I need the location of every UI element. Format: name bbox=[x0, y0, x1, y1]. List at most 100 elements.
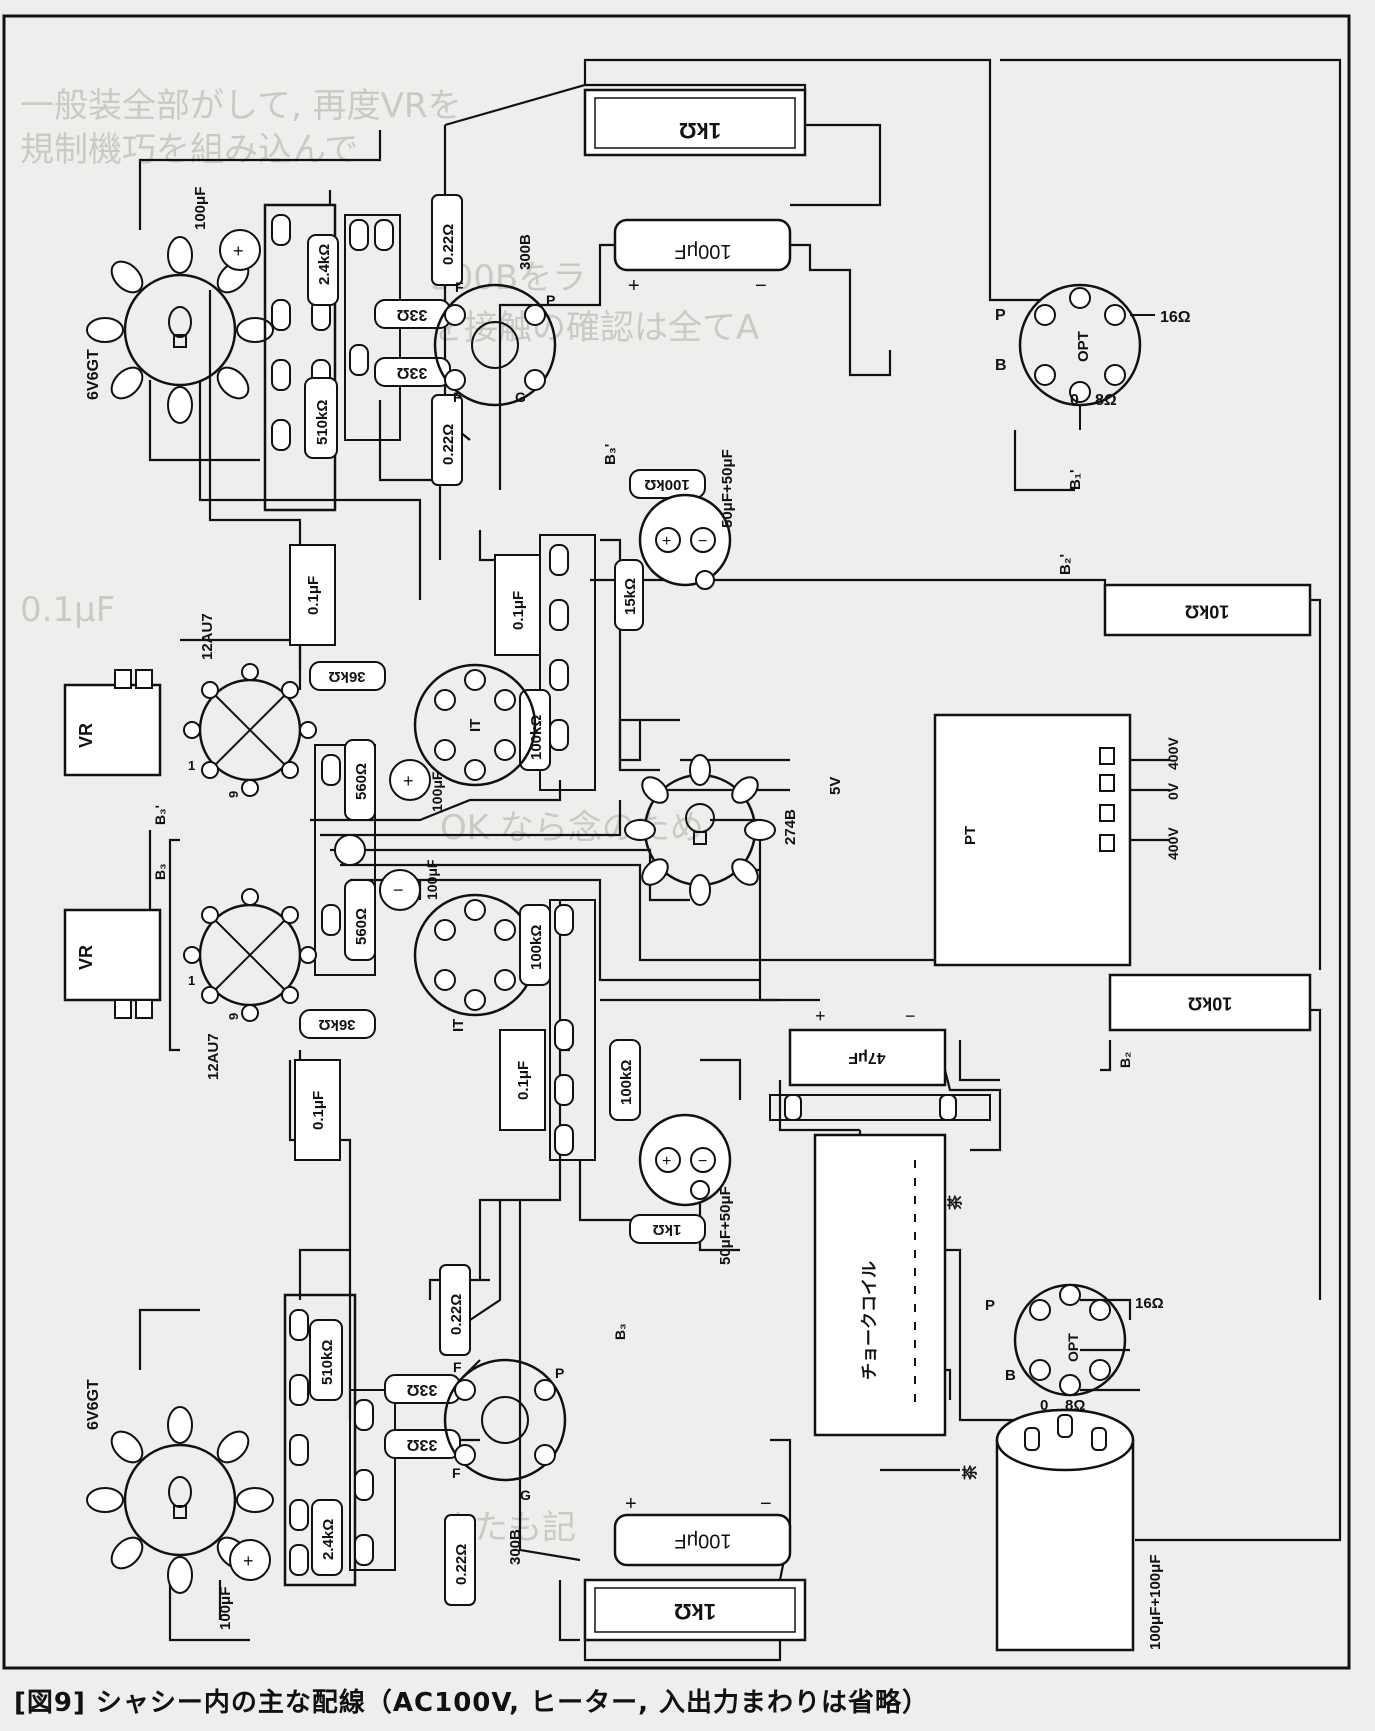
wire-color-label: 茶 bbox=[961, 1464, 979, 1480]
interstage-transformer-top: IT bbox=[413, 663, 537, 787]
pin-label: 1 bbox=[188, 973, 195, 988]
capacitor-100uf-e2-label: 100μF bbox=[429, 771, 445, 812]
resistor-560-top-label: 560Ω bbox=[353, 763, 370, 800]
plus-sign: + bbox=[628, 275, 640, 297]
pin-label: 16Ω bbox=[1135, 1295, 1164, 1312]
resistor-33-1-label: 33Ω bbox=[397, 306, 428, 323]
resistor-1k-bottom: 1kΩ bbox=[583, 1578, 807, 1642]
minus-sign: − bbox=[905, 1006, 916, 1026]
tube-12au7-top-label: 12AU7 bbox=[199, 613, 216, 660]
wire-color-label: 茶 bbox=[946, 1194, 964, 1210]
capacitor-100uf-top-label: 100μF bbox=[674, 240, 731, 262]
tube-6v6gt-bottom: 6V6GT bbox=[85, 1379, 274, 1594]
resistor-10k-bottom: 10kΩ bbox=[1108, 973, 1312, 1032]
resistor-1k-small: 1kΩ bbox=[629, 1214, 706, 1244]
resistor-10k-top: 10kΩ bbox=[1103, 583, 1312, 637]
resistor-100k-2-label: 100kΩ bbox=[528, 715, 545, 760]
capacitor-100uf-top: 100μF + − bbox=[613, 218, 792, 297]
resistor-1k-small-label: 1kΩ bbox=[653, 1221, 682, 1238]
resistor-560-bottom-label: 560Ω bbox=[353, 908, 370, 945]
resistor-510k-bottom-label: 510kΩ bbox=[319, 1340, 336, 1385]
pin-label: F bbox=[455, 279, 464, 295]
minus-sign: − bbox=[698, 533, 707, 550]
tag-strip-top-mid bbox=[344, 214, 401, 441]
resistor-022-3-label: 0.22Ω bbox=[448, 1294, 465, 1335]
resistor-15k: 15kΩ bbox=[614, 559, 644, 631]
plus-sign: + bbox=[243, 1551, 254, 1571]
pin-label: P bbox=[985, 1297, 995, 1314]
tag-strip-mid-bottom bbox=[549, 899, 596, 1161]
tube-6v6gt-top-label: 6V6GT bbox=[85, 349, 102, 400]
vr-bottom-label: VR bbox=[76, 945, 96, 970]
capacitor-100uf-e4: + 100μF bbox=[217, 1539, 271, 1630]
resistor-36k-bottom-label: 36kΩ bbox=[318, 1016, 355, 1033]
resistor-022-3: 0.22Ω bbox=[439, 1264, 471, 1356]
capacitor-50-50-top: + − 50μF+50μF bbox=[638, 449, 736, 590]
tube-274b: 274B 5V bbox=[624, 754, 844, 906]
resistor-022-4-label: 0.22Ω bbox=[453, 1544, 470, 1585]
opt-top-label: OPT bbox=[1075, 331, 1092, 362]
capacitor-100uf-e1-label: 100μF bbox=[192, 187, 209, 230]
resistor-100k-1: 100kΩ bbox=[629, 469, 706, 499]
tube-300b-bottom: F F P G 300B bbox=[443, 1358, 567, 1565]
plus-sign: + bbox=[403, 771, 414, 791]
plus-sign: + bbox=[233, 241, 244, 261]
capacitor-01-4-label: 0.1μF bbox=[515, 1061, 532, 1100]
pin-label: 1 bbox=[188, 758, 195, 773]
label-5v: 5V bbox=[827, 777, 844, 795]
bus-label-b3: B₃ bbox=[612, 1323, 628, 1340]
capacitor-01-1: 0.1μF bbox=[494, 554, 541, 656]
resistor-1k-bottom-label: 1kΩ bbox=[674, 1599, 716, 1624]
tag-strip-top-left bbox=[263, 203, 337, 512]
capacitor-100-100: 100μF+100μF 茶 bbox=[961, 1408, 1164, 1652]
resistor-1k-top: 1kΩ bbox=[583, 88, 807, 157]
resistor-100k-3-label: 100kΩ bbox=[528, 925, 545, 970]
resistor-510k-top: 510kΩ bbox=[304, 377, 338, 459]
opt-bottom-label: OPT bbox=[1065, 1333, 1081, 1362]
resistor-33-2-label: 33Ω bbox=[397, 364, 428, 381]
pin-label: 0 bbox=[1040, 1397, 1048, 1414]
opt-bottom: OPT P B 16Ω 0 8Ω bbox=[985, 1283, 1164, 1414]
plus-sign: + bbox=[625, 1493, 637, 1515]
resistor-10k-bottom-label: 10kΩ bbox=[1188, 993, 1232, 1013]
minus-sign: − bbox=[755, 275, 767, 297]
pin-label: P bbox=[995, 307, 1006, 324]
capacitor-100uf-e3: − 100μF bbox=[379, 859, 440, 911]
capacitor-50-50-bottom: + − 50μF+50μF bbox=[638, 1113, 734, 1265]
capacitor-50-50-top-label: 50μF+50μF bbox=[719, 449, 736, 528]
resistor-10k-top-label: 10kΩ bbox=[1185, 601, 1229, 621]
capacitor-100uf-e3-label: 100μF bbox=[424, 859, 440, 900]
resistor-560-top: 560Ω bbox=[344, 739, 376, 821]
it-top-label: IT bbox=[467, 719, 484, 732]
pin-label: 9 bbox=[226, 1013, 241, 1020]
tag-strip-bottom-mid bbox=[349, 1389, 396, 1571]
resistor-1k-top-label: 1kΩ bbox=[679, 118, 721, 143]
pt-tap-400v: 400V bbox=[1165, 737, 1181, 770]
tag-strip-mid-top bbox=[539, 534, 596, 791]
pin-label: F bbox=[453, 1359, 462, 1375]
background-text-line: 規制機巧を組み込んで bbox=[20, 130, 359, 170]
tube-300b-top: F F P G 300B bbox=[433, 234, 557, 407]
pin-label: 0 bbox=[1070, 392, 1079, 409]
vr-top: VR bbox=[63, 669, 162, 777]
interstage-transformer-bottom: IT bbox=[413, 893, 537, 1032]
pin-label: G bbox=[520, 1487, 531, 1503]
capacitor-01-3-label: 0.1μF bbox=[310, 1091, 327, 1130]
plus-sign: + bbox=[662, 1153, 671, 1170]
it-bottom-label: IT bbox=[450, 1019, 467, 1032]
tube-12au7-bottom-label: 12AU7 bbox=[205, 1033, 222, 1080]
bus-label-b1p: B₁' bbox=[1067, 469, 1084, 490]
resistor-022-2: 0.22Ω bbox=[431, 394, 463, 486]
capacitor-100uf-e2: + 100μF bbox=[389, 759, 445, 812]
figure-caption-area: [図9] シャシー内の主な配線（AC100V, ヒーター, 入出力まわりは省略） bbox=[0, 1676, 1375, 1731]
pin-label: P bbox=[546, 292, 555, 308]
resistor-022-1: 0.22Ω bbox=[431, 194, 463, 286]
resistor-022-1-label: 0.22Ω bbox=[440, 224, 457, 265]
minus-sign: − bbox=[393, 880, 404, 900]
bus-label-b3p: B₃' bbox=[602, 444, 619, 465]
pin-label: B bbox=[995, 357, 1007, 374]
capacitor-100-100-label: 100μF+100μF bbox=[1147, 1555, 1164, 1651]
resistor-022-2-label: 0.22Ω bbox=[440, 424, 457, 465]
pin-label: P bbox=[555, 1365, 564, 1381]
